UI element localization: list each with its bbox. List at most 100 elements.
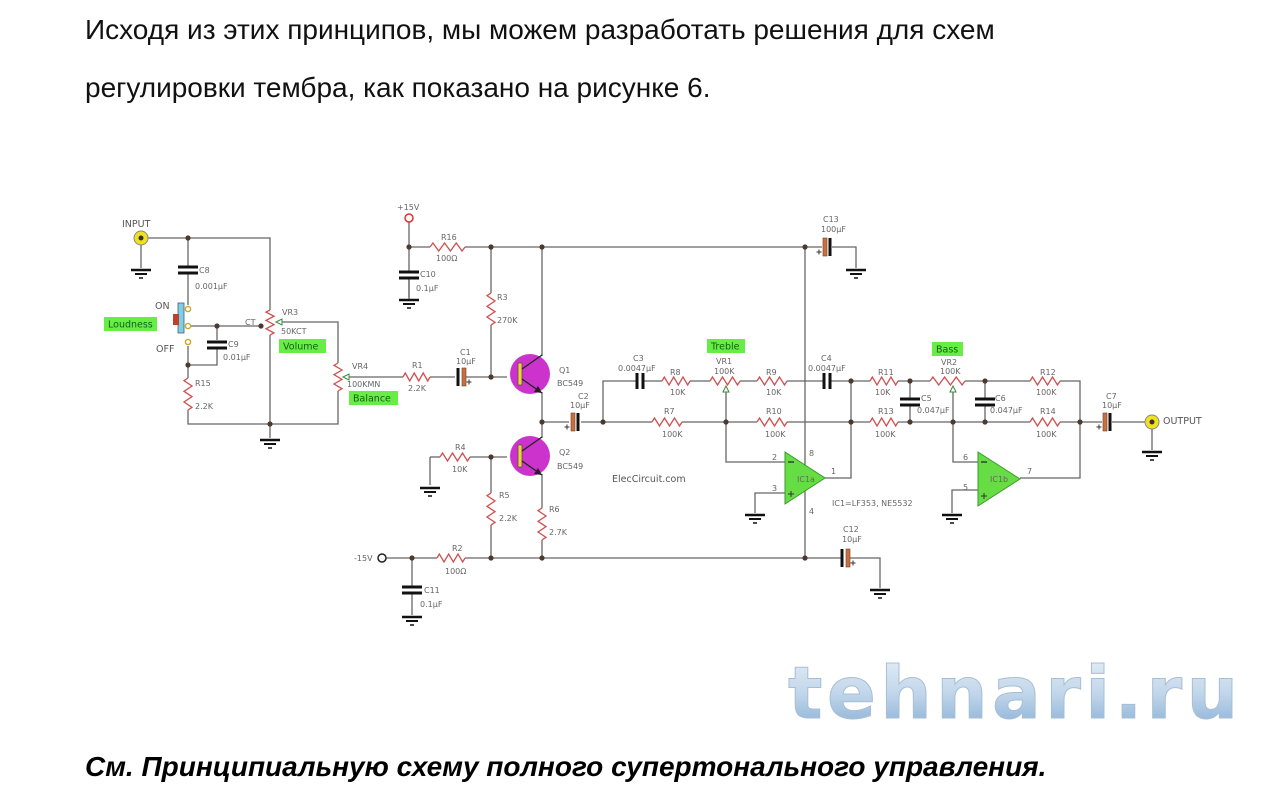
ic1a-pin1-label: 1 xyxy=(831,467,836,476)
c11-ref-label: C11 xyxy=(424,586,440,595)
r14 xyxy=(1029,416,1061,428)
vr4-ref-label: VR4 xyxy=(352,362,368,371)
balance-label-bg xyxy=(349,391,398,405)
switch-on-label: ON xyxy=(155,301,170,312)
r7-value-label: 100K xyxy=(662,430,683,439)
switch-off-label: OFF xyxy=(156,344,174,355)
junction-node xyxy=(539,555,545,561)
wire xyxy=(188,349,218,366)
junction-node xyxy=(950,419,956,425)
wire xyxy=(280,321,339,363)
q2-transistor-collector xyxy=(521,436,543,452)
junction-node xyxy=(539,244,545,250)
vr4-value-label: 100KMN xyxy=(347,380,380,389)
c2-value-label: 10µF xyxy=(570,401,590,410)
junction-node xyxy=(488,244,494,250)
r12-value-label: 100K xyxy=(1036,388,1057,397)
c10-ref-label: C10 xyxy=(420,270,436,279)
vr3 xyxy=(264,309,276,336)
r9 xyxy=(756,375,788,387)
r11-ref-label: R11 xyxy=(878,368,894,377)
bass-label: Bass xyxy=(936,345,958,356)
r16-ref-label: R16 xyxy=(441,233,457,242)
ic1a-pin2-label: 2 xyxy=(772,453,777,462)
r1 xyxy=(402,371,431,383)
c5-bg xyxy=(900,399,920,405)
r6-value-label: 2.7K xyxy=(549,528,568,537)
wire xyxy=(1020,380,1081,479)
c8-value-label: 0.001µF xyxy=(195,282,228,291)
vr3-ref-label: VR3 xyxy=(282,308,298,317)
junction-node xyxy=(1077,419,1083,425)
c1-bg xyxy=(457,368,465,386)
r4 xyxy=(439,451,471,463)
r7 xyxy=(651,416,683,428)
r2-ref-label: R2 xyxy=(452,544,463,553)
vminus-label: -15V xyxy=(354,554,373,563)
r6-ref-label: R6 xyxy=(549,505,560,514)
ic1b-label: IC1b xyxy=(990,475,1008,484)
figure-caption: См. Принципиальную схему полного суперто… xyxy=(85,751,1047,782)
r9-ref-label: R9 xyxy=(766,368,777,377)
junction-node xyxy=(488,555,494,561)
wiper-arrow-icon xyxy=(722,384,730,393)
c7-plus-sign xyxy=(1096,424,1102,430)
r7-ref-label: R7 xyxy=(664,407,675,416)
c7-value-label: 10µF xyxy=(1102,401,1122,410)
r6 xyxy=(536,507,548,541)
loudness-label: Loudness xyxy=(108,320,153,331)
q2-value-label: BC549 xyxy=(557,462,583,471)
r16-value-label: 100Ω xyxy=(436,254,457,263)
c1 xyxy=(461,367,467,387)
junction-node xyxy=(600,419,606,425)
vplus-terminal xyxy=(404,213,414,223)
r11 xyxy=(869,375,899,387)
ic1b-pin5-label: 5 xyxy=(963,483,968,492)
r13-value-label: 100K xyxy=(875,430,896,439)
wire xyxy=(581,380,636,423)
ic-note-label: IC1=LF353, NE5532 xyxy=(832,499,913,508)
q1-transistor xyxy=(510,354,550,394)
r16 xyxy=(429,241,466,253)
output-label: OUTPUT xyxy=(1163,416,1202,427)
vr2-value-label: 100K xyxy=(940,367,961,376)
loudness-label-bg xyxy=(104,317,157,331)
junction-node xyxy=(185,235,191,241)
c13-value-label: 100µF xyxy=(821,225,846,234)
r8-value-label: 10K xyxy=(670,388,686,397)
junction-node xyxy=(267,421,273,427)
c11-value-label: 0.1µF xyxy=(420,600,443,609)
switch-contact xyxy=(184,305,192,313)
junction-node xyxy=(907,419,913,425)
ic1a-opamp-plus xyxy=(788,491,794,497)
r13 xyxy=(869,416,899,428)
c6-value-label: 0.047µF xyxy=(990,406,1023,415)
c6-bg xyxy=(975,399,995,405)
vr1-value-label: 100K xyxy=(714,367,735,376)
c2-plus-sign xyxy=(564,424,570,430)
junction-node xyxy=(406,244,412,250)
c13-ref-label: C13 xyxy=(823,215,839,224)
r12 xyxy=(1029,375,1061,387)
vr2-ref-label: VR2 xyxy=(941,358,957,367)
q1-transistor-emitter-arrow xyxy=(534,386,542,393)
c11-bg xyxy=(402,587,422,593)
r15-ref-label: R15 xyxy=(195,379,211,388)
junction-node xyxy=(488,374,494,380)
q1-transistor-collector xyxy=(521,354,543,370)
ic1b-pin6-label: 6 xyxy=(963,453,968,462)
wire xyxy=(952,392,978,463)
ic1b-opamp-plus xyxy=(981,493,987,499)
switch-contact xyxy=(184,322,192,330)
c4-bg xyxy=(824,373,830,389)
q1-transistor-base-bar xyxy=(517,362,523,386)
c1-ref-label: C1 xyxy=(460,348,471,357)
wire xyxy=(849,557,881,588)
q1-ref-label: Q1 xyxy=(559,366,570,375)
loudness-switch-button[interactable] xyxy=(173,314,179,325)
watermark-text: tehnari.ru xyxy=(788,651,1238,735)
site-watermark-label: ElecCircuit.com xyxy=(612,474,686,485)
r3-ref-label: R3 xyxy=(497,293,508,302)
treble-label-bg xyxy=(707,339,745,353)
